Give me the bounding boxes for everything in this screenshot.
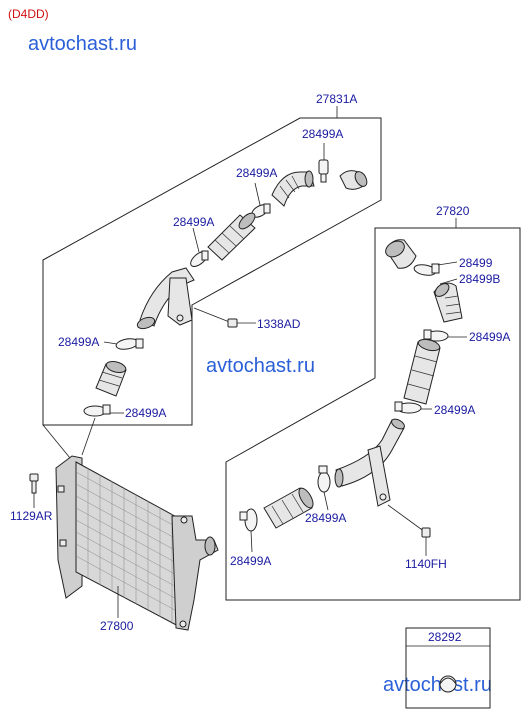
label-1129AR: 1129AR xyxy=(10,509,53,523)
upper-clamp-5 xyxy=(83,404,111,417)
watermark-middle: avtochast.ru xyxy=(206,355,315,377)
lower-hose-straight xyxy=(403,338,441,405)
upper-hose-end-elbow xyxy=(339,170,368,190)
clip-28292 xyxy=(439,675,457,693)
watermark-bottom: avtochast.ru xyxy=(383,674,492,696)
lower-clamp-2 xyxy=(423,329,449,342)
lower-clamp-3 xyxy=(394,401,422,414)
lower-hose-short xyxy=(263,487,314,529)
label-27820: 27820 xyxy=(436,204,470,218)
label-28499B: 28499B xyxy=(459,272,500,286)
upper-hose-straight xyxy=(207,212,256,261)
upper-hose-pipe-with-bracket xyxy=(136,267,195,330)
lower-hose-pipe-with-bracket xyxy=(334,418,405,507)
label-clamp-upper-5: 28499A xyxy=(125,406,166,420)
label-clamp-upper-3: 28499A xyxy=(173,215,214,229)
label-clamp-lower-5: 28499A xyxy=(230,554,271,568)
upper-hose-bend xyxy=(271,170,315,207)
lower-hose-top-cap xyxy=(385,239,417,269)
label-1140FH: 1140FH xyxy=(405,557,447,571)
upper-clamp-2 xyxy=(251,203,271,218)
intercooler-27800 xyxy=(55,455,219,631)
label-28499: 28499 xyxy=(459,256,493,270)
label-27800: 27800 xyxy=(100,619,134,633)
lower-clamp-1 xyxy=(413,263,440,276)
label-clamp-lower-3: 28499A xyxy=(434,403,475,417)
upper-hose-short xyxy=(95,361,127,397)
label-clamp-lower-2: 28499A xyxy=(469,330,510,344)
bolt-1140FH xyxy=(421,527,431,556)
label-clamp-upper-2: 28499A xyxy=(236,166,277,180)
label-28292: 28292 xyxy=(428,630,462,644)
upper-clamp-3 xyxy=(190,250,209,267)
upper-clamp-1 xyxy=(318,159,329,183)
label-clamp-upper-1: 28499A xyxy=(302,127,343,141)
engine-code-label: (D4DD) xyxy=(8,7,49,21)
clip-box-frame xyxy=(405,627,491,709)
lower-hose-elbow xyxy=(433,282,463,323)
label-1338AD: 1338AD xyxy=(257,317,301,331)
label-27831A: 27831A xyxy=(316,92,357,106)
bolt-1338AD xyxy=(227,318,238,328)
bolt-1129AR xyxy=(29,473,39,494)
upper-clamp-4 xyxy=(115,338,144,350)
label-clamp-lower-4: 28499A xyxy=(305,511,346,525)
watermark-top: avtochast.ru xyxy=(28,33,137,55)
upper-assembly-frame xyxy=(42,117,382,426)
lower-clamp-5 xyxy=(239,508,258,532)
lower-assembly-frame xyxy=(225,227,521,601)
label-clamp-upper-4: 28499A xyxy=(58,335,99,349)
lower-clamp-4 xyxy=(317,465,331,493)
